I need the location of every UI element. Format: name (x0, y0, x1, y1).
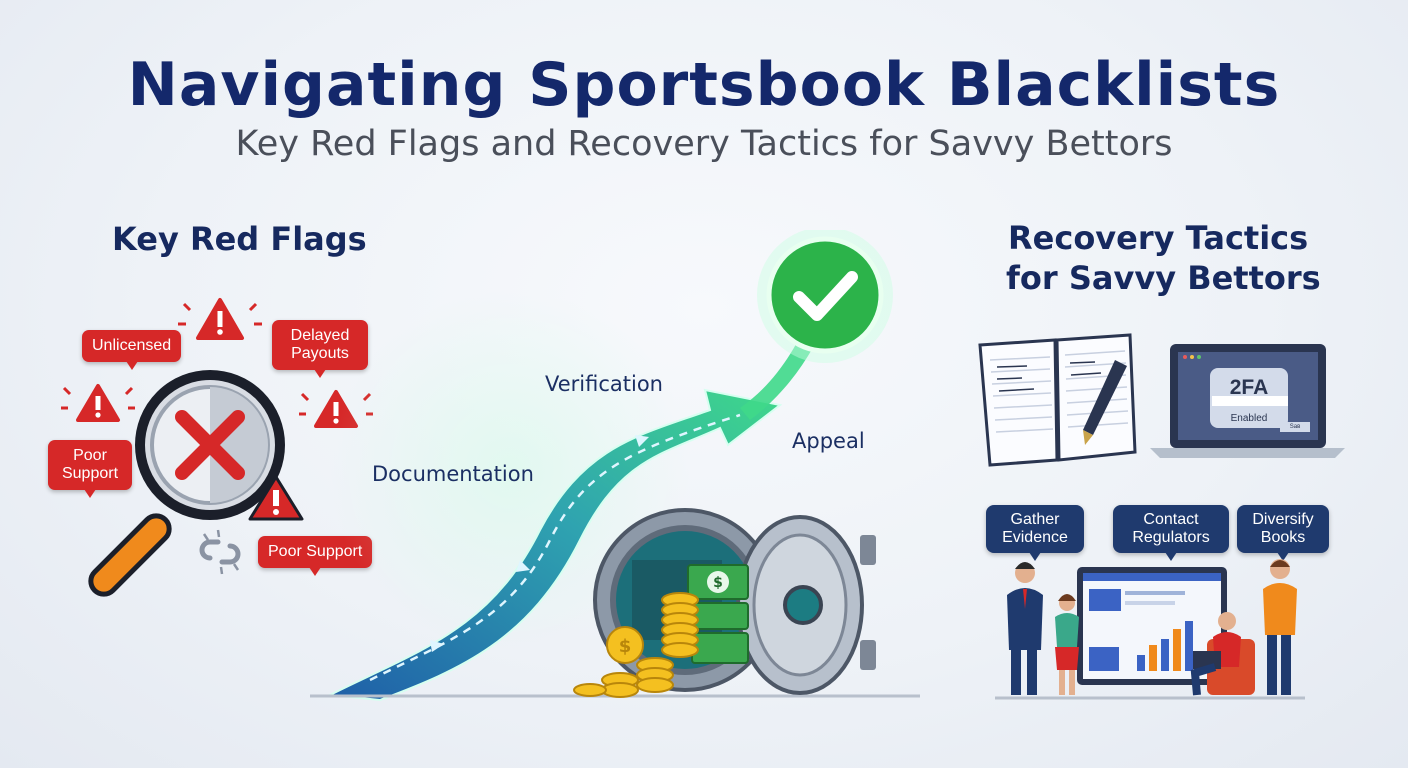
laptop-2fa-badge: 2FA (1229, 376, 1269, 399)
laptop-button: Sав (1280, 422, 1310, 432)
team-person-icon (1263, 559, 1297, 695)
team-person-icon (1190, 612, 1255, 696)
warning-icon (61, 384, 135, 422)
tactic-contact-regulators: Contact Regulators (1113, 505, 1229, 561)
warning-icon (178, 298, 262, 340)
page-subtitle: Key Red Flags and Recovery Tactics for S… (235, 124, 1173, 164)
warning-icon (248, 475, 304, 521)
step-verification: Verification (545, 372, 663, 396)
notebook-icon (978, 333, 1137, 467)
step-appeal: Appeal (792, 429, 865, 453)
tactic-diversify-books: Diversify Books (1237, 505, 1329, 561)
red-flags-illustration (61, 298, 373, 597)
x-mark-icon (175, 410, 245, 480)
flag-poor-support-left: Poor Support (48, 440, 132, 498)
coins-icon: $ (573, 592, 699, 698)
team-illustration (995, 559, 1305, 700)
recovery-path (310, 230, 920, 702)
broken-link-icon (199, 529, 241, 575)
flag-delayed-payouts: Delayed Payouts (272, 320, 368, 378)
pen-icon (1083, 360, 1127, 445)
vault-illustration: $ $ (573, 508, 876, 698)
page-title: Navigating Sportsbook Blacklists (127, 50, 1281, 120)
laptop-icon (1150, 344, 1345, 458)
recovery-heading-line2: for Savvy Bettors (1006, 259, 1321, 297)
cash-icon: $ (687, 564, 749, 664)
team-person-icon (1007, 562, 1043, 695)
laptop-2fa-status: Enabled (1230, 413, 1268, 424)
step-documentation: Documentation (372, 462, 534, 486)
checkmark-icon (757, 230, 893, 363)
red-flags-heading: Key Red Flags (112, 220, 367, 258)
path-arrow (326, 388, 783, 702)
svg-text:$: $ (619, 636, 632, 657)
svg-text:$: $ (713, 575, 723, 591)
tactic-gather-evidence: Gather Evidence (986, 505, 1084, 561)
flag-unlicensed: Unlicensed (82, 330, 182, 370)
recovery-heading-line1: Recovery Tactics (1008, 219, 1309, 257)
team-person-icon (1055, 594, 1079, 695)
